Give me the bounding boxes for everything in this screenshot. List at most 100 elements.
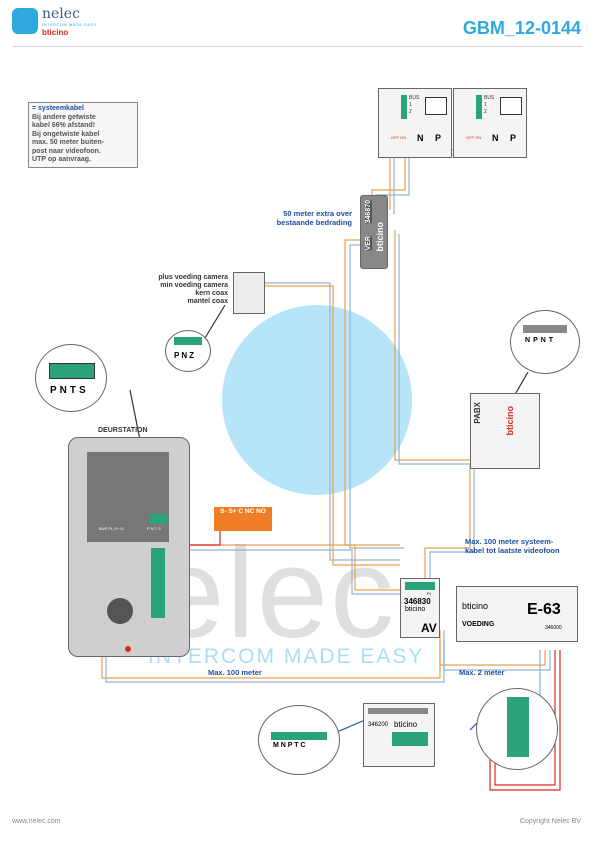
zoom-term: P: [50, 385, 60, 396]
adapter-brand: bticino: [375, 222, 385, 252]
deurstation-title: DEURSTATION: [98, 427, 148, 434]
bticino-logo: bticino: [42, 28, 69, 37]
zoom-term: P: [533, 337, 541, 344]
camera-label: kern coax: [195, 290, 228, 297]
av-pi: PI: [427, 591, 431, 596]
power-supply-e63: bticino E-63 VOEDING 346000: [456, 586, 578, 642]
note-line: Bij ongetwiste kabel: [32, 130, 100, 138]
videophone-2: BUS 1 2 OFF ON N P: [453, 88, 527, 158]
extra-wiring-line: bestaande bedrading: [276, 218, 352, 227]
zoom-term: N: [181, 351, 190, 360]
note-line: Bij andere getwiste: [32, 113, 96, 121]
max-2-label: Max. 2 meter: [459, 668, 505, 677]
note-line: max. 50 meter buiten-: [32, 139, 104, 146]
pabx-label: PABX: [473, 402, 482, 424]
terminal-block: [523, 325, 567, 333]
monitor-term-label: 2: [484, 109, 487, 115]
zoom-term: NT: [540, 337, 557, 344]
note-line: UTP op aanvraag.: [32, 156, 92, 163]
zoom-module-terms: M N P T C: [273, 742, 306, 749]
footer-copyright: Copyright Nelec BV: [519, 818, 581, 825]
module-brand: bticino: [394, 720, 418, 729]
terminal-block: [476, 95, 482, 119]
terminal-block: [149, 514, 167, 524]
av-brand: bticino: [405, 606, 426, 613]
note-line: kabel 66% afstand!: [32, 122, 96, 129]
header-divider: [12, 46, 583, 47]
camera-module: [233, 272, 265, 314]
zoom-term: N: [59, 385, 70, 396]
max-system-line: Max. 100 meter systeem-: [465, 537, 554, 546]
terminal-block: [401, 95, 407, 119]
terminal-block: [271, 732, 327, 740]
pabx-module: PABX bticino: [470, 393, 540, 469]
camera-grille: [87, 452, 169, 542]
camera-label: min voeding camera: [160, 282, 228, 289]
monitor-screen-icon: [500, 97, 522, 115]
psu-model: E-63: [527, 601, 561, 618]
monitor-term-label: 1: [409, 102, 412, 108]
adapter-code: 346870: [365, 200, 372, 224]
zoom-term: N: [525, 337, 534, 344]
speaker-icon: [107, 598, 133, 624]
brand-tagline: INTERCOM MADE EASY: [42, 22, 97, 27]
door-station: BUS PL S+ S- P N T S: [68, 437, 190, 657]
note-cable-label: = systeemkabel: [32, 105, 84, 112]
door-circuit-board: [151, 548, 165, 618]
footer-website[interactable]: www.nelec.com: [12, 818, 61, 825]
psu-brand: bticino: [462, 601, 489, 611]
monitor-key-p: P: [510, 133, 517, 143]
psu-code: 346000: [545, 625, 562, 631]
camera-label: mantel coax: [187, 298, 228, 305]
zoom-term: T: [69, 385, 80, 396]
monitor-term-label: 1: [484, 102, 487, 108]
max-100-label: Max. 100 meter: [208, 668, 262, 677]
monitor-screen-icon: [425, 97, 447, 115]
terminal-block: [392, 732, 428, 746]
adapter-346870: 346870 VER bticino: [360, 195, 388, 269]
terminal-block: [368, 708, 428, 714]
terminal-block: [507, 697, 529, 757]
door-terminal-labels: BUS PL S+ S-: [99, 526, 125, 531]
extra-wiring-line: 50 meter extra over: [283, 209, 352, 218]
relay-module: S- S+ C NC NO: [214, 507, 272, 531]
module-code: 346200: [368, 722, 389, 728]
videophone-1: BUS 1 2 OFF ON N P: [378, 88, 452, 158]
max-system-line: kabel tot laatste videofoon: [465, 546, 560, 555]
note-line: post naar videofoon.: [32, 147, 101, 155]
zoom-term: S: [79, 385, 89, 396]
systeemkabel-note: = systeemkabel Bij andere getwiste kabel…: [28, 102, 138, 168]
monitor-term-label: BUS: [484, 95, 495, 101]
relay-terminals: S- S+ C NC NO: [220, 508, 266, 515]
camera-label: plus voeding camera: [158, 274, 228, 281]
av-code: 346830: [404, 597, 431, 606]
camera-labels: plus voeding camera min voeding camera k…: [140, 274, 228, 306]
extra-wiring-label: 50 meter extra over bestaande bedrading: [232, 209, 352, 227]
watermark-logo-icon: [222, 305, 412, 495]
max-system-label: Max. 100 meter systeem- kabel tot laatst…: [465, 537, 560, 555]
red-led-icon: [125, 646, 131, 652]
zoom-pnz: PNZ: [165, 330, 211, 372]
adapter-ver: VER: [365, 236, 372, 251]
monitor-term-label: BUS: [409, 95, 420, 101]
monitor-key-n: N: [492, 133, 499, 143]
av-mark: AV: [421, 621, 437, 635]
zoom-pnts: PNTS: [35, 344, 107, 412]
monitor-switch-label: OFF ON: [466, 135, 482, 140]
zoom-psu-terminals: [476, 688, 558, 770]
zoom-term: P: [174, 351, 182, 360]
monitor-switch-label: OFF ON: [391, 135, 407, 140]
monitor-key-p: P: [435, 133, 442, 143]
terminal-block: [174, 337, 202, 345]
document-code: GBM_12-0144: [462, 18, 581, 38]
nelec-logo-icon: [12, 8, 38, 34]
module-346200: 346200 bticino: [363, 703, 435, 767]
monitor-term-label: 2: [409, 109, 412, 115]
zoom-pabx: NPNT: [510, 310, 580, 374]
zoom-term: Z: [189, 351, 197, 360]
psu-label: VOEDING: [462, 621, 495, 628]
watermark-tagline: INTERCOM MADE EASY: [148, 645, 425, 668]
monitor-key-n: N: [417, 133, 424, 143]
brand-name: nelec: [42, 6, 80, 22]
av-module-346830: PI 346830 bticino AV: [400, 578, 440, 638]
